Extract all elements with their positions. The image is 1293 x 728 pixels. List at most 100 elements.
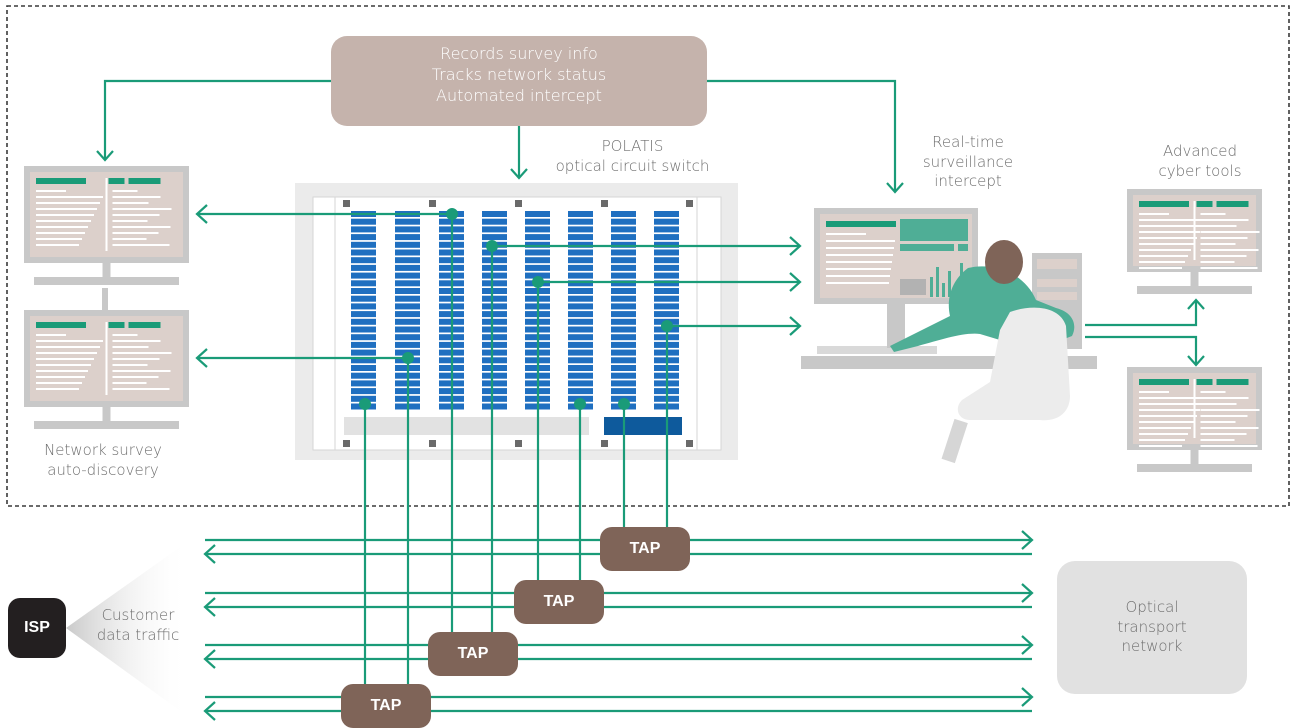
switch-screw xyxy=(601,200,608,207)
arrowhead xyxy=(203,649,216,669)
arrowhead xyxy=(510,168,528,180)
switch-port xyxy=(611,272,636,279)
switch-port xyxy=(568,365,593,371)
customer-label: Customer data traffic xyxy=(78,606,198,645)
switch-port xyxy=(611,226,636,233)
transport-line-2: transport xyxy=(1117,617,1187,636)
switch-port xyxy=(482,388,507,395)
switch-port xyxy=(611,249,636,256)
monitor-header xyxy=(108,322,125,328)
switch-port xyxy=(654,249,679,256)
switch-port xyxy=(525,226,550,233)
arrowhead xyxy=(1021,635,1034,655)
switch-port xyxy=(525,264,550,271)
switch-port xyxy=(482,249,507,256)
switch-port xyxy=(482,334,507,341)
tower-panel xyxy=(1037,259,1077,269)
monitor-text-line xyxy=(1200,409,1260,411)
switch-port xyxy=(611,349,636,356)
switch-port xyxy=(482,211,507,217)
monitor-header xyxy=(108,178,125,184)
switch-screw xyxy=(686,440,693,447)
switch-port xyxy=(395,264,420,271)
switch-port xyxy=(395,280,420,287)
monitor-text-line xyxy=(1139,237,1197,239)
switch-port xyxy=(654,295,679,302)
cyber-monitor-top xyxy=(1127,189,1262,294)
switch-port xyxy=(351,372,376,379)
switch-port xyxy=(654,280,679,287)
arrowhead xyxy=(886,182,904,194)
monitor-text-line xyxy=(36,220,91,222)
switch-port xyxy=(568,288,593,294)
switch-port xyxy=(568,241,593,248)
records-line-2: Tracks network status xyxy=(431,64,607,84)
switch-port xyxy=(482,341,507,348)
cyber-label: Advanced cyber tools xyxy=(1140,142,1260,181)
switch-port xyxy=(395,334,420,341)
switch-port xyxy=(568,372,593,379)
arrowhead xyxy=(203,544,216,564)
switch-port xyxy=(395,303,420,310)
monitor-text-line xyxy=(1200,427,1259,429)
switch-port xyxy=(611,234,636,241)
switch-port xyxy=(525,234,550,241)
transport-label: Optical transport network xyxy=(1057,598,1247,657)
operator-head xyxy=(985,240,1023,284)
survey-line-2: auto-discovery xyxy=(47,460,159,479)
operator-chart-bar xyxy=(936,267,939,297)
monitor-text-line xyxy=(36,190,66,192)
monitor-text-line xyxy=(112,214,160,216)
surveillance-label: Real-time surveillance intercept xyxy=(908,133,1028,192)
switch-port xyxy=(611,311,636,318)
switch-port xyxy=(611,280,636,287)
monitor-header xyxy=(1216,379,1249,385)
switch-port xyxy=(525,211,550,217)
monitor-text-line xyxy=(112,382,147,384)
monitor-text-line xyxy=(36,334,66,336)
operator-text-line xyxy=(826,254,893,256)
switch-port xyxy=(351,334,376,341)
switch-node xyxy=(574,398,586,410)
monitor-text-line xyxy=(1139,267,1182,269)
switch-title-line-1: POLATIS xyxy=(601,137,664,155)
operator-screen-header xyxy=(826,221,896,227)
arrowhead xyxy=(1021,583,1034,603)
customer-line-1: Customer xyxy=(101,606,175,624)
operator-text-line xyxy=(826,247,894,249)
switch-port xyxy=(568,264,593,271)
switch-port xyxy=(568,318,593,325)
switch-port xyxy=(395,234,420,241)
monitor-stand xyxy=(1190,450,1199,464)
monitor-text-line xyxy=(112,208,172,210)
operator-chart-bar xyxy=(948,271,951,297)
operator-chart-bar xyxy=(930,277,933,297)
operator-screen-text xyxy=(826,233,895,284)
switch-port xyxy=(395,341,420,348)
switch-port xyxy=(525,241,550,248)
survey-monitor-top xyxy=(24,166,189,285)
switch-screw xyxy=(429,440,436,447)
switch-port xyxy=(482,218,507,225)
operator-screen-block xyxy=(900,279,926,295)
monitor-text-line xyxy=(1139,409,1200,411)
monitor-text-line xyxy=(1200,243,1236,245)
switch-port xyxy=(351,264,376,271)
connections xyxy=(96,79,1205,700)
to-cyber-top xyxy=(1085,300,1198,327)
switch-port xyxy=(351,341,376,348)
switch-port xyxy=(654,234,679,241)
monitor-text-line xyxy=(112,340,161,342)
switch-port xyxy=(611,334,636,341)
monitor-text-line xyxy=(1139,261,1185,263)
monitor-stand xyxy=(102,407,111,421)
switch-port xyxy=(482,372,507,379)
monitor-header xyxy=(128,322,161,328)
switch-port xyxy=(611,388,636,395)
monitor-text-line xyxy=(1139,397,1206,399)
switch-port xyxy=(611,357,636,364)
monitor-base xyxy=(34,277,179,285)
switch-port xyxy=(395,226,420,233)
customer-line-2: data traffic xyxy=(96,625,180,644)
cyber-line-1: Advanced xyxy=(1162,142,1238,160)
